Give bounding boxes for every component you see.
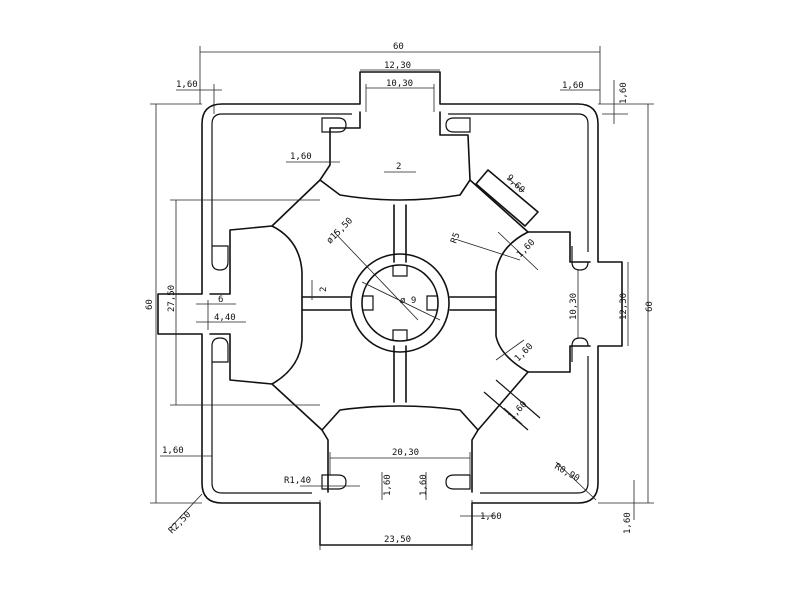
rib-right — [449, 296, 497, 311]
dim-center-bore: ø15,50 — [325, 216, 355, 246]
dim-wall-left-bottom: 1,60 — [162, 446, 184, 456]
dim-fillet-corner-outer: R2,50 — [167, 510, 193, 536]
diagonal-web-upper-right — [475, 169, 539, 227]
dim-left-slot-depth: 6 — [218, 295, 223, 305]
dim-wall-top-right-h: 1,60 — [562, 81, 584, 91]
profile-outer-contour — [157, 71, 623, 546]
bottom-slot-opening — [321, 405, 479, 493]
slot-lip-left-lower — [211, 337, 229, 363]
dim-top-slot-outer: 12,30 — [384, 61, 411, 71]
dimension-lines — [150, 46, 654, 550]
dim-fillet-corner-inner: R0,90 — [553, 462, 581, 484]
dim-rib-left: 2 — [319, 287, 329, 292]
dim-wall-bottom-center-2: 1,60 — [419, 474, 429, 496]
dim-fillet-small: R1,40 — [284, 476, 311, 486]
rib-left — [301, 296, 351, 311]
slot-lip-left-upper — [211, 245, 229, 271]
diagonal-web-lower-right — [483, 379, 541, 431]
slot-lip-top-left — [321, 117, 347, 133]
right-slot-opening — [527, 231, 591, 373]
dim-wall-bottom-right: 1,60 — [480, 512, 502, 522]
dim-wall-bottom-right-v: 1,60 — [623, 512, 633, 534]
dim-overall-height-left: 60 — [145, 299, 155, 310]
rib-bottom — [393, 345, 407, 403]
rib-top — [393, 204, 407, 263]
dim-wall-top-right-v: 1,60 — [619, 82, 629, 104]
dim-overall-width: 60 — [393, 42, 404, 52]
dim-core-span: 27,50 — [167, 285, 177, 312]
dim-wall-inner-top: 1,60 — [290, 152, 312, 162]
dim-right-slot-inner: 10,30 — [569, 293, 579, 320]
center-bore-outer — [350, 253, 450, 353]
dim-top-slot-inner: 10,30 — [386, 79, 413, 89]
dim-right-slot-outer: 12,30 — [619, 293, 629, 320]
dim-rib-top: 2 — [396, 162, 401, 172]
inner-wall-top — [222, 113, 589, 252]
dim-wall-bottom-center: 1,60 — [383, 474, 393, 496]
dim-wall-top-left: 1,60 — [176, 80, 198, 90]
slot-lip-right-upper — [571, 246, 589, 271]
left-slot-opening — [209, 225, 273, 385]
dim-overall-height-right: 60 — [645, 301, 655, 312]
dim-wall-diag-lower: 1,60 — [507, 400, 529, 422]
slot-lip-bottom-left — [321, 474, 347, 490]
dim-center-hole: ø 9 — [400, 296, 416, 306]
inner-wall-left — [211, 113, 312, 494]
slot-lip-right-lower — [571, 337, 589, 362]
core-chamber — [271, 179, 529, 431]
dim-left-slot-lip: 4,40 — [214, 313, 236, 323]
center-bore-inner — [361, 264, 439, 342]
dim-bottom-slot-inner: 20,30 — [392, 448, 419, 458]
slot-lip-bottom-right — [445, 474, 471, 490]
slot-lip-top-right — [445, 117, 471, 133]
center-bore-splines — [362, 265, 438, 341]
dim-bottom-slot-outer: 23,50 — [384, 535, 411, 545]
top-slot-opening — [319, 111, 471, 201]
dim-wall-right-upper: 1,60 — [515, 238, 537, 260]
dim-fillet-core: R5 — [449, 231, 462, 245]
